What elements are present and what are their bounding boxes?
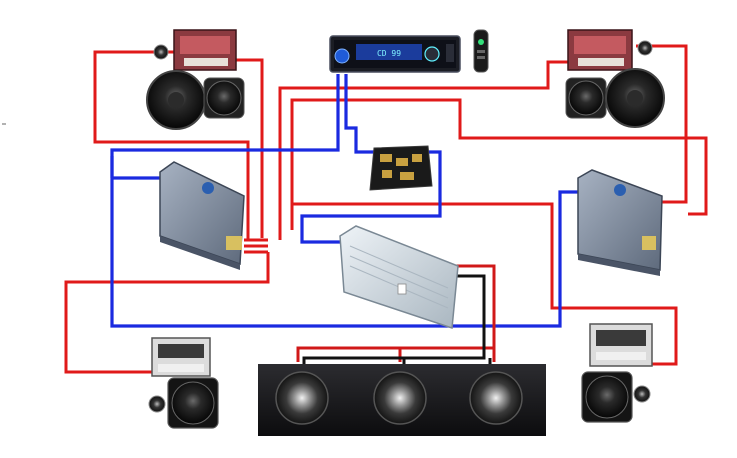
crossover-left-bottom <box>151 337 211 377</box>
woofer-left-bottom <box>167 377 219 429</box>
midrange-left-top <box>203 77 245 119</box>
amplifier-right <box>577 169 663 276</box>
woofer-left-top <box>146 70 206 130</box>
amplifier-left <box>159 161 245 270</box>
tweeter-right-bottom <box>633 385 651 403</box>
signal-wires <box>110 74 582 328</box>
midrange-right-top <box>565 77 607 119</box>
head-unit[interactable]: CD 99 <box>329 35 461 73</box>
crossover-right-bottom <box>589 323 653 367</box>
woofer-right-top <box>605 68 665 128</box>
crossover-left-top <box>173 29 237 71</box>
woofer-right-bottom <box>581 371 633 423</box>
subwoofer-wires <box>296 264 496 366</box>
signal-processor <box>369 145 433 191</box>
tweeter-left-bottom <box>148 395 166 413</box>
subwoofer-3 <box>469 371 523 425</box>
tweeter-right-top <box>637 40 653 56</box>
remote-control[interactable] <box>473 29 489 73</box>
crossover-right-top <box>567 29 633 71</box>
subwoofer-1 <box>275 371 329 425</box>
tweeter-left-top <box>153 44 169 60</box>
speaker-wires <box>64 44 708 374</box>
head-unit-display: CD 99 <box>377 49 401 58</box>
subwoofer-2 <box>373 371 427 425</box>
amplifier-sub <box>339 225 459 330</box>
